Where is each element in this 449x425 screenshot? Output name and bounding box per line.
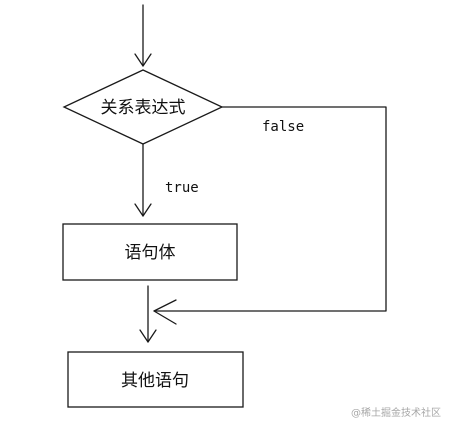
body-label: 语句体 [125,243,176,263]
decision-node: 关系表达式 [62,69,224,145]
body-to-next-arrow [139,285,157,343]
watermark: @稀土掘金技术社区 [351,408,441,419]
next-label: 其他语句 [121,371,189,391]
entry-arrow [134,4,152,67]
false-branch-label: false [262,119,304,135]
decision-label: 关系表达式 [101,98,186,118]
body-node: 语句体 [62,223,238,281]
true-branch-label: true [165,180,199,196]
false-branch-path [153,106,387,325]
next-node: 其他语句 [67,351,244,408]
true-branch-arrow [134,143,152,217]
